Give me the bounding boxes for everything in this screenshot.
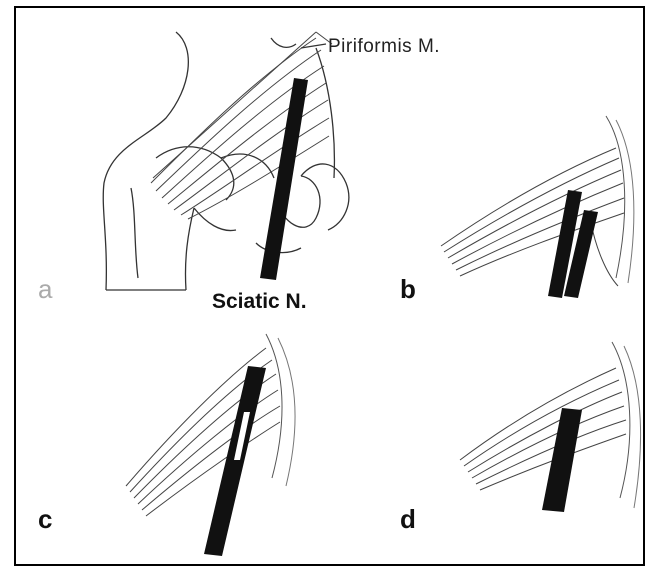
figure-frame: Piriformis M. Sciatic N. a b c d (14, 6, 645, 566)
piriformis-label: Piriformis M. (328, 36, 440, 58)
panel-a-drawing (103, 32, 349, 290)
piriformis-muscle (151, 32, 332, 219)
sciatic-nerve-a (260, 78, 308, 280)
panel-label-c: c (38, 504, 52, 535)
sciatic-label: Sciatic N. (212, 290, 307, 314)
panel-label-d: d (400, 504, 416, 535)
sciatic-nerve-d (542, 408, 582, 512)
sciatic-nerve-c (204, 366, 266, 556)
anatomy-illustration (16, 8, 643, 564)
panel-label-b: b (400, 274, 416, 305)
panel-label-a: a (38, 274, 52, 305)
panel-c-drawing (126, 334, 295, 516)
panel-b-drawing (441, 116, 634, 286)
